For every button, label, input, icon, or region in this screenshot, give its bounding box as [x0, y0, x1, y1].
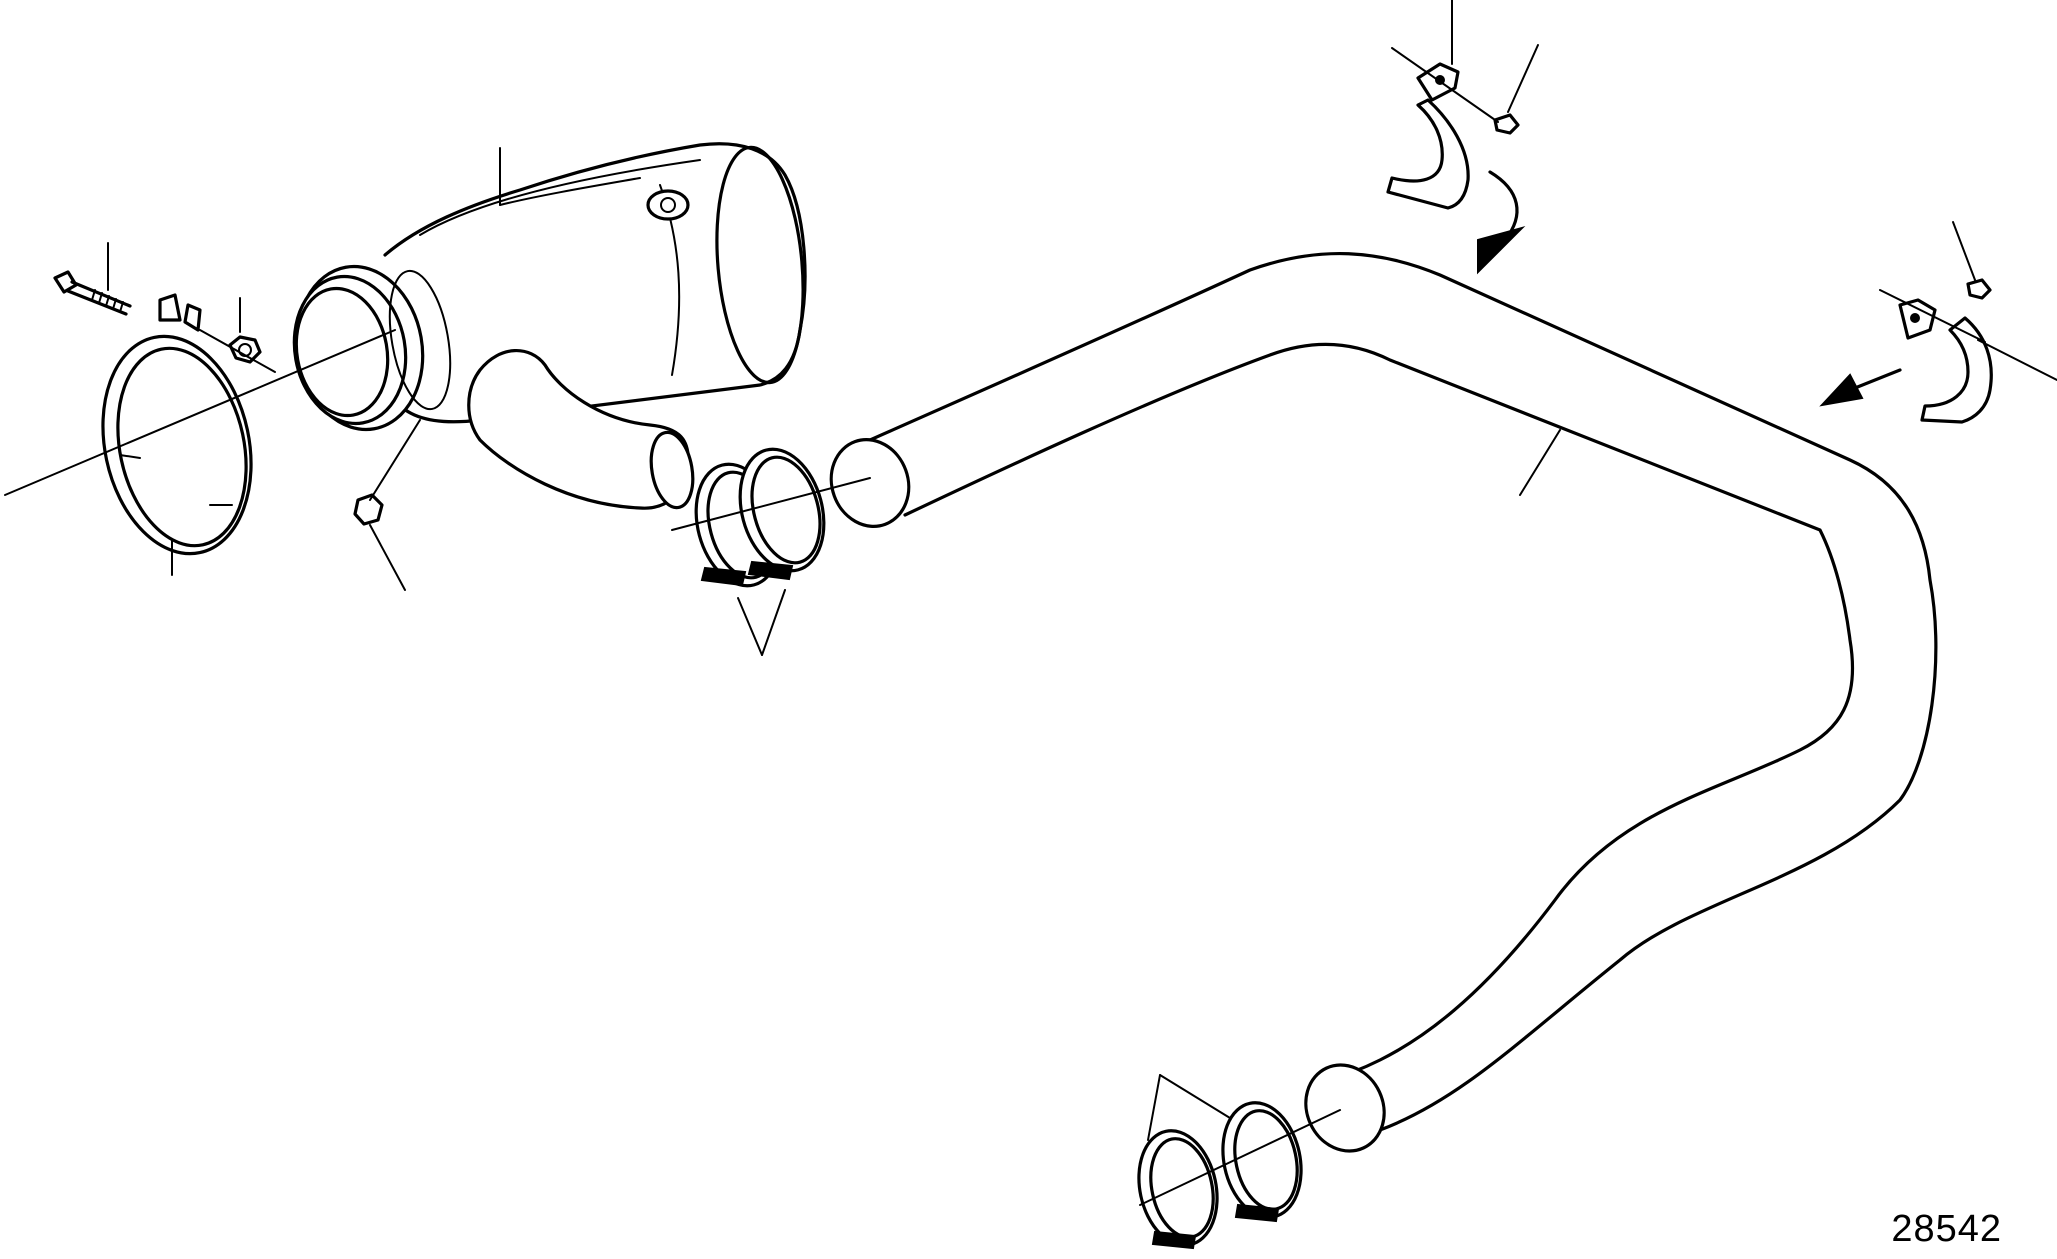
clamp-bolt [53, 242, 132, 316]
hose-clamp-pair-lower [1137, 1074, 1341, 1250]
drain-plug [353, 419, 421, 591]
pipe-bracket-right [1819, 221, 2057, 424]
figure-number: 28542 [1891, 1208, 2002, 1250]
v-band-clamp [101, 293, 253, 576]
pipe-bracket-upper [1386, 0, 1539, 275]
hose-clamp-pair-upper [671, 447, 871, 656]
exhaust-outlet-housing [4, 142, 807, 510]
clamp-nut [199, 297, 276, 373]
exhaust-pipe [829, 251, 1938, 1153]
